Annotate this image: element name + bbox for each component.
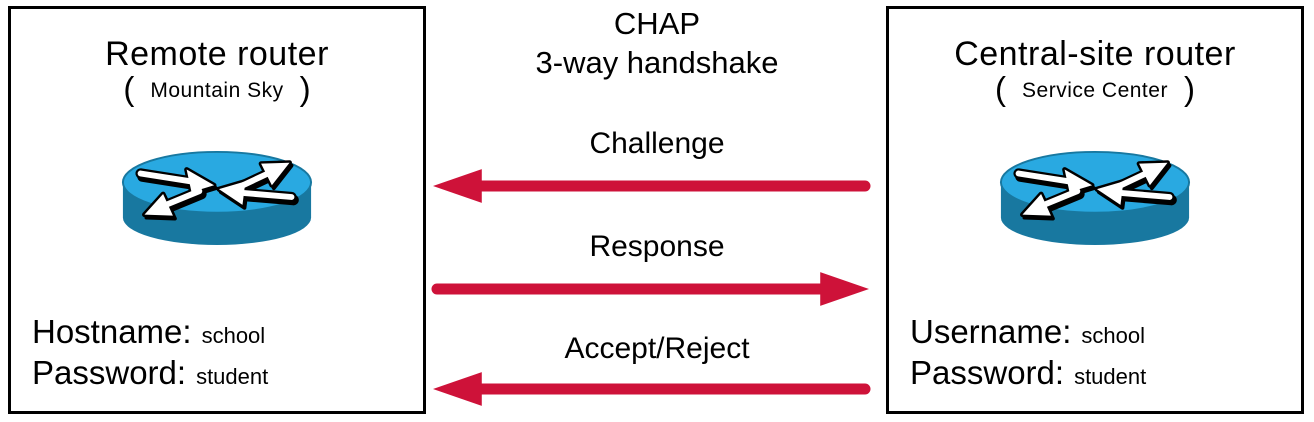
- diagram-title-line1: CHAP: [613, 6, 701, 41]
- router-icon: [999, 150, 1191, 246]
- password-line: Password: student: [910, 352, 1146, 393]
- paren-close: ): [299, 70, 311, 107]
- hostname-value: school: [201, 323, 266, 348]
- paren-open: (: [995, 70, 1007, 107]
- password-value: student: [1074, 364, 1147, 389]
- hostname-label: Hostname:: [32, 313, 192, 350]
- handshake-panel: CHAP 3-way handshake Challenge Response …: [428, 0, 886, 422]
- username-line: Username: school: [910, 311, 1146, 352]
- central-site-router-credentials: Username: school Password: student: [910, 311, 1146, 393]
- accept-reject-left-arrow-icon: [432, 372, 871, 406]
- response-right-arrow-icon: [431, 272, 870, 306]
- central-site-router-box: Central-site router ( Service Center ): [886, 6, 1304, 414]
- remote-router-title: Remote router: [105, 35, 329, 73]
- password-label: Password:: [910, 354, 1065, 391]
- hostname-line: Hostname: school: [32, 311, 268, 352]
- username-label: Username:: [910, 313, 1072, 350]
- username-value: school: [1081, 323, 1145, 348]
- remote-router-name: ( Mountain Sky ): [11, 70, 423, 107]
- central-site-router-name: ( Service Center ): [889, 70, 1301, 107]
- paren-open: (: [123, 70, 135, 107]
- remote-router-alias: Mountain Sky: [150, 79, 284, 102]
- challenge-left-arrow-icon: [432, 169, 871, 203]
- diagram-title: CHAP 3-way handshake: [428, 4, 886, 82]
- router-icon: [121, 150, 313, 246]
- remote-router-box: Remote router ( Mountain Sky ): [8, 6, 426, 414]
- accept-reject-label: Accept/Reject: [564, 332, 750, 365]
- response-label: Response: [589, 230, 725, 263]
- password-line: Password: student: [32, 352, 268, 393]
- password-value: student: [196, 364, 269, 389]
- remote-router-credentials: Hostname: school Password: student: [32, 311, 268, 393]
- password-label: Password:: [32, 354, 187, 391]
- diagram-title-line2: 3-way handshake: [535, 45, 779, 80]
- challenge-label: Challenge: [589, 127, 725, 160]
- central-site-router-title: Central-site router: [954, 35, 1236, 73]
- paren-close: ): [1183, 70, 1195, 107]
- central-site-router-alias: Service Center: [1022, 79, 1168, 102]
